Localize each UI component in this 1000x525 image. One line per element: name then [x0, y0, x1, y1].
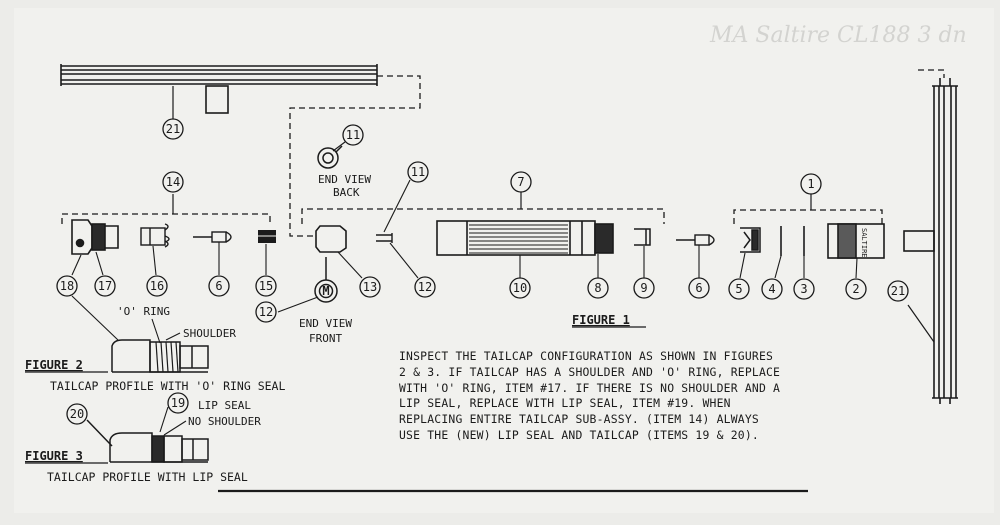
- callout-11-top: [342, 124, 364, 146]
- svg-text:7: 7: [517, 175, 524, 189]
- end-view-back-label-2: BACK: [333, 186, 360, 199]
- saltire-band-text: SALTIRE: [860, 228, 868, 258]
- callout-11-mid: [407, 161, 429, 183]
- endcap-part-13: [315, 225, 347, 253]
- svg-text:19: 19: [171, 396, 185, 410]
- instruction-note: INSPECT THE TAILCAP CONFIGURATION AS SHO…: [399, 349, 899, 444]
- callout-15: [255, 275, 277, 297]
- callout-20: [66, 403, 88, 425]
- callout-4: [761, 278, 783, 300]
- end-view-back-label-1: END VIEW: [318, 173, 371, 186]
- callout-5: [728, 278, 750, 300]
- figure-1-title: FIGURE 1: [572, 313, 630, 327]
- bracket-rail-vertical: [903, 78, 958, 404]
- no-shoulder-label: NO SHOULDER: [188, 415, 261, 428]
- figure-2-caption: TAILCAP PROFILE WITH 'O' RING SEAL: [50, 379, 285, 393]
- svg-text:21: 21: [891, 284, 905, 298]
- svg-text:1: 1: [807, 177, 814, 191]
- svg-text:14: 14: [166, 175, 180, 189]
- tailcap-profile-o-ring: [111, 339, 209, 373]
- note-line: INSPECT THE TAILCAP CONFIGURATION AS SHO…: [399, 349, 774, 363]
- callout-14: [162, 171, 184, 193]
- contact-clip-part-12: [376, 233, 393, 243]
- svg-text:13: 13: [363, 280, 377, 294]
- callout-7: [510, 171, 532, 193]
- handwritten-note: MA Saltire CL188 3 dn: [709, 23, 967, 48]
- tailcap-part-18: [71, 219, 119, 255]
- head-part-2: SALTIRE: [827, 223, 885, 259]
- callout-3: [793, 278, 815, 300]
- o-ring-label: 'O' RING: [117, 305, 170, 318]
- figure-3-caption: TAILCAP PROFILE WITH LIP SEAL: [47, 470, 248, 484]
- callout-9: [633, 277, 655, 299]
- reflector-part-5: [740, 227, 761, 253]
- svg-text:18: 18: [60, 279, 74, 293]
- svg-text:8: 8: [594, 281, 601, 295]
- profile-leaders: [151, 318, 187, 436]
- end-view-front: M: [314, 257, 338, 303]
- svg-text:6: 6: [215, 279, 222, 293]
- svg-text:5: 5: [735, 282, 742, 296]
- callout-16: [146, 275, 168, 297]
- note-line: LIP SEAL, REPLACE WITH LIP SEAL, ITEM #1…: [399, 396, 731, 411]
- bracket-rail-horizontal: [60, 64, 378, 120]
- flashlight-body-part-10: [436, 220, 614, 256]
- callout-2: [845, 278, 867, 300]
- note-line: WITH 'O' RING, ITEM #17. IF THERE IS NO …: [399, 380, 781, 395]
- figure-3-title: FIGURE 3: [25, 449, 83, 463]
- svg-text:12: 12: [259, 305, 273, 319]
- svg-text:17: 17: [98, 279, 112, 293]
- shoulder-label: SHOULDER: [183, 327, 236, 340]
- end-view-front-label-1: END VIEW: [299, 317, 352, 330]
- svg-text:16: 16: [150, 279, 164, 293]
- svg-text:M: M: [322, 284, 329, 298]
- figure-2-title: FIGURE 2: [25, 358, 83, 372]
- switch-part-16: [140, 223, 170, 248]
- callout-19: [167, 392, 189, 414]
- callout-21-right: [887, 280, 909, 302]
- dashed-connectors: [61, 69, 945, 237]
- callout-10: [509, 277, 531, 299]
- leader-lines: [71, 179, 858, 341]
- callout-numbers: 21 11 14 11 7 1 18 17 16 6 15 13 12 12 1…: [60, 122, 905, 421]
- note-line: 2 & 3. IF TAILCAP HAS A SHOULDER AND 'O'…: [399, 364, 781, 379]
- callout-1: [800, 173, 822, 195]
- callout-18: [56, 275, 78, 297]
- svg-text:12: 12: [418, 280, 432, 294]
- lip-seal-label: LIP SEAL: [198, 399, 251, 412]
- callout-6-left: [208, 275, 230, 297]
- callout-12-left: [255, 301, 277, 323]
- svg-text:2: 2: [852, 282, 859, 296]
- svg-text:6: 6: [695, 281, 702, 295]
- svg-text:15: 15: [259, 279, 273, 293]
- svg-text:9: 9: [640, 281, 647, 295]
- callout-13: [359, 276, 381, 298]
- callouts: [56, 118, 909, 425]
- bracket-leaders: [172, 190, 812, 214]
- spring-part-15: [258, 230, 276, 243]
- svg-text:10: 10: [513, 281, 527, 295]
- svg-text:3: 3: [800, 282, 807, 296]
- note-line: USE THE (NEW) LIP SEAL AND TAILCAP (ITEM…: [399, 427, 759, 442]
- tailcap-profile-lip-seal: [86, 419, 209, 463]
- callout-6-right: [688, 277, 710, 299]
- bulb-part-6-right: [676, 234, 715, 246]
- note-line: REPLACING ENTIRE TAILCAP SUB-ASSY. (ITEM…: [399, 412, 759, 427]
- svg-text:20: 20: [70, 407, 84, 421]
- callout-8: [587, 277, 609, 299]
- end-view-back: [317, 145, 343, 169]
- svg-text:11: 11: [346, 128, 360, 142]
- svg-text:4: 4: [768, 282, 775, 296]
- svg-text:21: 21: [166, 122, 180, 136]
- callout-17: [94, 275, 116, 297]
- svg-text:11: 11: [411, 165, 425, 179]
- callout-21-top: [162, 118, 184, 140]
- callout-12-right: [414, 276, 436, 298]
- bulb-part-6-left: [193, 231, 232, 243]
- end-view-front-label-2: FRONT: [309, 332, 342, 345]
- switch-bracket-part-9: [634, 228, 651, 246]
